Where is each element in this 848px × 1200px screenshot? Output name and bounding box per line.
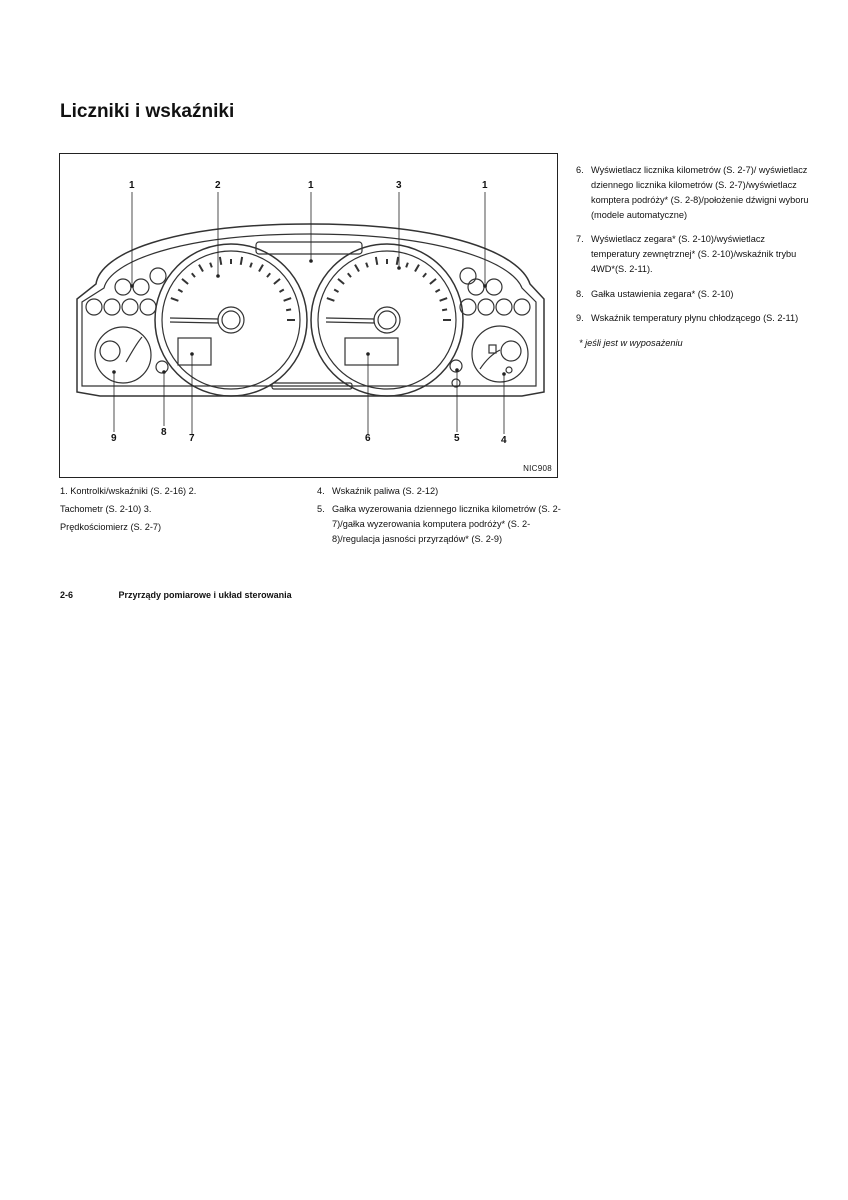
gauge-tick [273, 278, 281, 285]
gauge-tick [434, 288, 441, 293]
legend-item-9: 9. Wskaźnik temperatury płynu chłodząceg… [576, 311, 812, 326]
legend-item-7: 7. Wyświetlacz zegara* (S. 2-10)/wyświet… [576, 232, 812, 277]
gauge-tick [414, 264, 420, 273]
callout-1-right: 1 [482, 180, 488, 191]
legend-number: 4. [317, 486, 325, 496]
callout-4: 4 [501, 435, 507, 446]
gauge-tick [191, 272, 196, 278]
legend-number: 6. [576, 165, 584, 176]
callout-1-left: 1 [129, 180, 135, 191]
legend-item-8: 8. Gałka ustawienia zegara* (S. 2-10) [576, 287, 812, 302]
gauge-tick [429, 278, 437, 285]
gauge-tick [347, 272, 352, 278]
gauge-tick [374, 256, 379, 266]
gauge-tick [395, 256, 400, 266]
page-number: 2-6 [60, 590, 74, 600]
gauge-tick [209, 262, 213, 268]
legend-right: 6. Wyświetlacz licznika kilometrów (S. 2… [576, 154, 812, 360]
legend-number: 9. [576, 312, 584, 323]
callout-5: 5 [454, 433, 460, 444]
legend-text: Gałka wyzerowania dziennego licznika kil… [332, 504, 561, 544]
legend-middle: 4. Wskaźnik paliwa (S. 2-12) 5. Gałka wy… [317, 484, 562, 547]
gauge-tick [198, 264, 204, 273]
gauge-tick [365, 262, 369, 268]
legend-number: 5. [317, 504, 325, 514]
legend-line: 1. Kontrolki/wskaźniki (S. 2-16) 2. [60, 486, 197, 496]
instrument-cluster-figure: 1 2 1 3 1 9 8 7 6 5 4 NIC908 [59, 153, 558, 478]
legend-item-5: 5. Gałka wyzerowania dziennego licznika … [317, 502, 562, 547]
callout-9: 9 [111, 433, 117, 444]
page-title: Liczniki i wskaźniki [60, 101, 235, 122]
legend-line: Tachometr (S. 2-10) 3. [60, 504, 152, 514]
gauge-tick [218, 256, 223, 266]
gauge-tick [422, 272, 427, 278]
gauge-tick [333, 288, 340, 293]
gauge-tick [266, 272, 271, 278]
footnote: * jeśli jest w wyposażeniu [579, 337, 683, 348]
callout-2: 2 [215, 180, 221, 191]
legend-left: 1. Kontrolki/wskaźniki (S. 2-16) 2. Tach… [60, 484, 300, 535]
legend-text: Wyświetlacz licznika kilometrów (S. 2-7)… [591, 165, 809, 221]
legend-text: Wyświetlacz zegara* (S. 2-10)/wyświetlac… [591, 234, 797, 275]
legend-item-4: 4. Wskaźnik paliwa (S. 2-12) [317, 484, 562, 499]
gauge-tick [170, 297, 179, 302]
gauge-tick [239, 256, 244, 266]
gauge-tick [354, 264, 360, 273]
legend-text: Gałka ustawienia zegara* (S. 2-10) [591, 288, 734, 299]
gauge-tick [285, 308, 292, 312]
gauge-tick [181, 278, 189, 285]
gauge-tick [283, 297, 292, 302]
gauge-tick [337, 278, 345, 285]
gauge-tick [177, 288, 184, 293]
callout-1-center: 1 [308, 180, 314, 191]
gauge-tick [249, 262, 253, 268]
gauge-tick [326, 297, 335, 302]
section-title: Przyrządy pomiarowe i układ sterowania [118, 590, 292, 600]
legend-number: 7. [576, 234, 584, 245]
page-footer: 2-6 Przyrządy pomiarowe i układ sterowan… [60, 590, 292, 600]
gauge-tick [405, 262, 409, 268]
callout-3: 3 [396, 180, 402, 191]
legend-number: 8. [576, 288, 584, 299]
gauge-tick [278, 288, 285, 293]
legend-line: Prędkościomierz (S. 2-7) [60, 522, 162, 532]
legend-item-6: 6. Wyświetlacz licznika kilometrów (S. 2… [576, 163, 812, 223]
callout-8: 8 [161, 427, 167, 438]
gauge-tick [439, 297, 448, 302]
instrument-cluster-drawing [76, 192, 545, 434]
gauge-tick [441, 308, 448, 312]
callout-7: 7 [189, 433, 195, 444]
legend-text: Wskaźnik temperatury płynu chłodzącego (… [591, 312, 799, 323]
figure-code: NIC908 [523, 464, 552, 473]
legend-text: Wskaźnik paliwa (S. 2-12) [332, 486, 439, 496]
gauge-tick [258, 264, 264, 273]
callout-6: 6 [365, 433, 371, 444]
